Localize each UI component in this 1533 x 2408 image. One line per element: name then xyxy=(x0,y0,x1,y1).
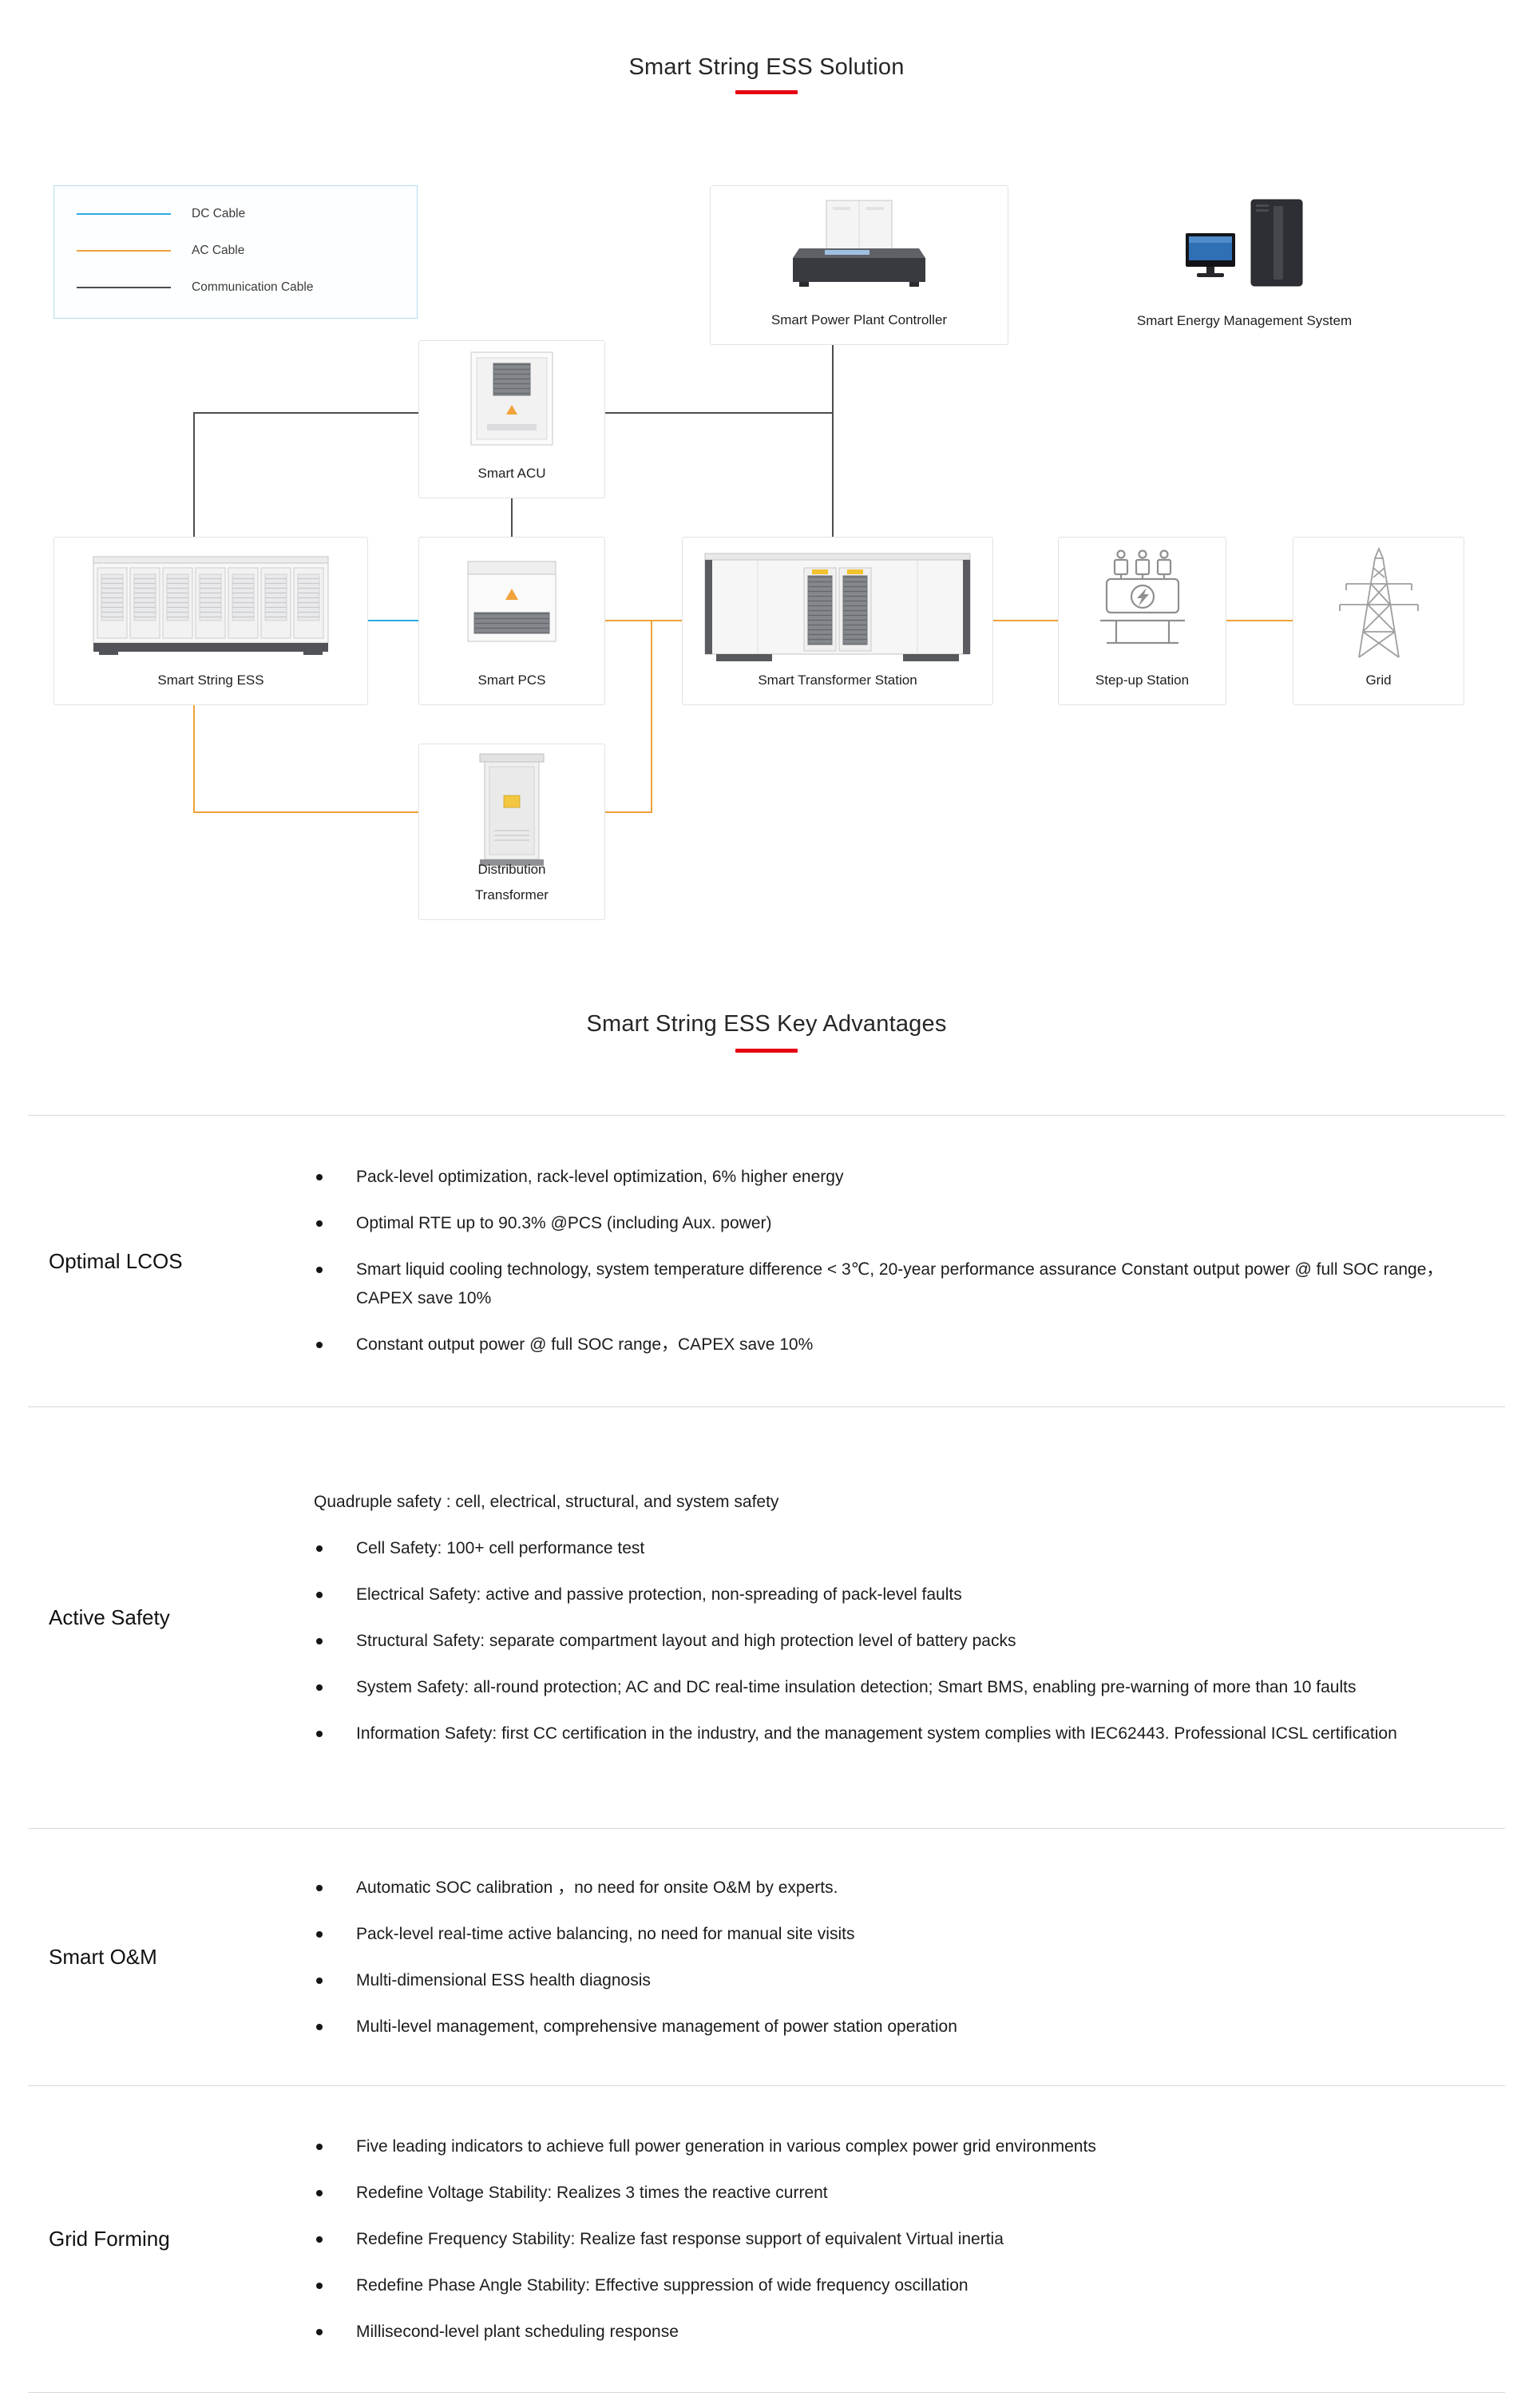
comm-cable-line xyxy=(511,498,513,537)
comm-cable-label: Communication Cable xyxy=(192,280,314,294)
node-grid: Grid xyxy=(1293,537,1464,705)
solution-title: Smart String ESS Solution xyxy=(628,54,905,80)
node-label: Step-up Station xyxy=(1095,672,1190,688)
advantages-table: Optimal LCOS Pack-level optimization, ra… xyxy=(28,1115,1505,2393)
advantage-bullet: Pack-level real-time active balancing, n… xyxy=(314,1920,1465,1949)
node-label: Grid xyxy=(1365,672,1392,688)
advantage-bullet: Multi-dimensional ESS health diagnosis xyxy=(314,1966,1465,1995)
bullet-list: Cell Safety: 100+ cell performance test … xyxy=(314,1534,1465,1748)
advantage-bullet: Redefine Phase Angle Stability: Effectiv… xyxy=(314,2271,1465,2300)
row-content: Automatic SOC calibration ，no need for o… xyxy=(314,1840,1505,2075)
advantage-row-active-safety: Active Safety Quadruple safety : cell, e… xyxy=(28,1406,1505,1828)
advantages-title: Smart String ESS Key Advantages xyxy=(586,1011,947,1037)
bullet-list: Five leading indicators to achieve full … xyxy=(314,2132,1465,2347)
dc-cable-swatch xyxy=(77,213,171,215)
smart-pcs-image xyxy=(467,561,557,642)
advantage-bullet: Optimal RTE up to 90.3% @PCS (including … xyxy=(314,1209,1465,1238)
ac-cable-label: AC Cable xyxy=(192,244,245,257)
advantage-bullet: Millisecond-level plant scheduling respo… xyxy=(314,2318,1465,2347)
dc-cable-line xyxy=(368,620,419,621)
node-label: Smart Energy Management System xyxy=(1136,313,1353,328)
smart-transformer-station-image xyxy=(704,553,971,661)
row-content: Five leading indicators to achieve full … xyxy=(314,2099,1505,2380)
node-distribution-transformer: Distribution Transformer xyxy=(418,744,605,920)
comm-cable-swatch xyxy=(77,287,171,288)
node-label: Smart Transformer Station xyxy=(758,672,917,688)
smart-string-ess-image xyxy=(93,556,329,655)
advantage-bullet: Pack-level optimization, rack-level opti… xyxy=(314,1163,1465,1192)
ac-cable-swatch xyxy=(77,250,171,252)
advantage-row-grid-forming: Grid Forming Five leading indicators to … xyxy=(28,2085,1505,2392)
row-label: Optimal LCOS xyxy=(49,1248,183,1273)
node-label: Distribution Transformer xyxy=(419,857,604,908)
node-label: Smart ACU xyxy=(477,466,546,481)
grid-tower-image xyxy=(1338,546,1419,658)
row-label: Grid Forming xyxy=(49,2227,170,2251)
bullet-list: Automatic SOC calibration ，no need for o… xyxy=(314,1874,1465,2041)
ac-cable-line xyxy=(1226,620,1293,621)
ac-cable-line xyxy=(992,620,1059,621)
legend-item-dc: DC Cable xyxy=(77,206,245,222)
legend-item-comm: Communication Cable xyxy=(77,280,314,296)
node-label: Smart PCS xyxy=(477,672,546,688)
smart-acu-image xyxy=(470,351,553,446)
dc-cable-label: DC Cable xyxy=(192,207,246,220)
ac-cable-line xyxy=(604,811,652,813)
advantage-row-smart-om: Smart O&M Automatic SOC calibration ，no … xyxy=(28,1828,1505,2085)
node-label-line2: Transformer xyxy=(475,887,549,903)
ac-cable-line xyxy=(651,620,652,813)
node-smart-power-plant-controller: Smart Power Plant Controller xyxy=(710,185,1008,345)
row-content: Quadruple safety : cell, electrical, str… xyxy=(314,1454,1505,1782)
advantage-bullet: System Safety: all-round protection; AC … xyxy=(314,1673,1465,1702)
energy-management-system-image xyxy=(1185,199,1302,287)
node-smart-string-ess: Smart String ESS xyxy=(53,537,368,705)
advantage-bullet: Automatic SOC calibration ，no need for o… xyxy=(314,1874,1465,1902)
advantage-bullet: Redefine Frequency Stability: Realize fa… xyxy=(314,2225,1465,2254)
advantage-bullet: Smart liquid cooling technology, system … xyxy=(314,1256,1465,1313)
ac-cable-line xyxy=(193,704,195,813)
bullet-list: Pack-level optimization, rack-level opti… xyxy=(314,1163,1465,1359)
comm-cable-line xyxy=(193,412,418,414)
advantage-bullet: Constant output power @ full SOC range，C… xyxy=(314,1331,1465,1359)
node-label-line1: Distribution xyxy=(477,862,546,877)
advantage-bullet: Multi-level management, comprehensive ma… xyxy=(314,2013,1465,2041)
row-content: Pack-level optimization, rack-level opti… xyxy=(314,1129,1505,1393)
cable-legend: DC Cable AC Cable Communication Cable xyxy=(53,185,418,319)
row-label: Smart O&M xyxy=(49,1945,157,1969)
advantage-row-optimal-lcos: Optimal LCOS Pack-level optimization, ra… xyxy=(28,1115,1505,1406)
node-smart-energy-management-system: Smart Energy Management System xyxy=(1081,185,1408,345)
advantages-title-underline xyxy=(735,1049,798,1053)
row-label: Active Safety xyxy=(49,1605,170,1629)
comm-cable-line xyxy=(193,412,195,537)
node-smart-transformer-station: Smart Transformer Station xyxy=(682,537,993,705)
power-plant-controller-image xyxy=(793,200,925,287)
advantage-bullet: Information Safety: first CC certificati… xyxy=(314,1720,1465,1748)
solution-title-underline xyxy=(735,90,798,94)
node-smart-pcs: Smart PCS xyxy=(418,537,605,705)
ac-cable-line xyxy=(193,811,419,813)
step-up-station-image xyxy=(1099,549,1185,645)
legend-item-ac: AC Cable xyxy=(77,243,244,259)
ac-cable-line xyxy=(604,620,683,621)
node-smart-acu: Smart ACU xyxy=(418,340,605,498)
advantage-bullet: Structural Safety: separate compartment … xyxy=(314,1627,1465,1656)
advantage-bullet: Redefine Voltage Stability: Realizes 3 t… xyxy=(314,2179,1465,2208)
advantage-bullet: Cell Safety: 100+ cell performance test xyxy=(314,1534,1465,1563)
node-label: Smart Power Plant Controller xyxy=(770,312,948,327)
distribution-transformer-image xyxy=(479,753,545,866)
node-label: Smart String ESS xyxy=(157,672,264,688)
comm-cable-line xyxy=(832,345,834,537)
node-step-up-station: Step-up Station xyxy=(1058,537,1226,705)
advantage-bullet: Electrical Safety: active and passive pr… xyxy=(314,1581,1465,1609)
comm-cable-line xyxy=(604,412,833,414)
advantage-bullet: Five leading indicators to achieve full … xyxy=(314,2132,1465,2161)
row-intro: Quadruple safety : cell, electrical, str… xyxy=(314,1492,779,1511)
